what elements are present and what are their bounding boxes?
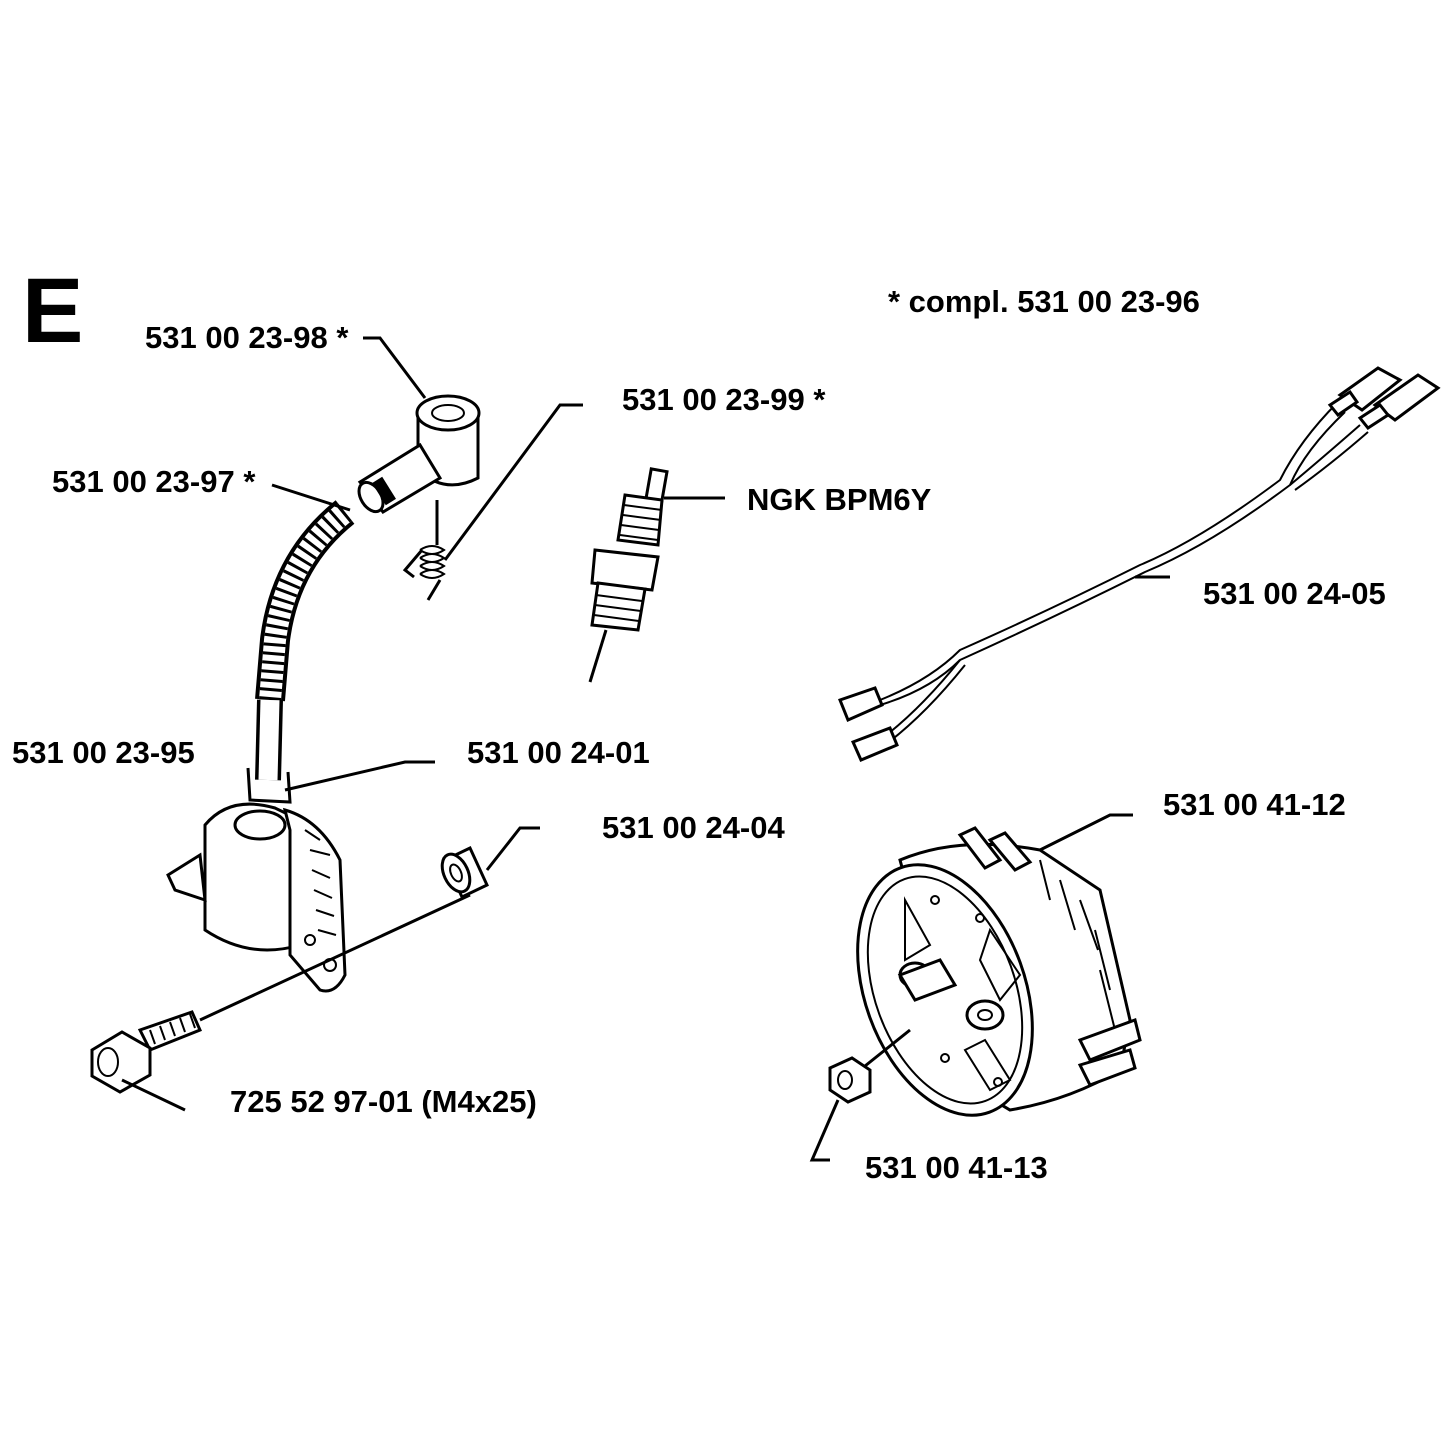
harness-connector-top-1: [1327, 366, 1403, 418]
spark-plug-cap: [357, 394, 481, 514]
ignition-lead: [246, 500, 355, 804]
harness-connector-bottom-1: [838, 686, 884, 722]
flywheel-nut: [828, 1028, 911, 1104]
kit-note: * compl. 531 00 23-96: [888, 284, 1200, 319]
label-531-00-23-99: 531 00 23-99 *: [622, 382, 826, 417]
spark-plug: [588, 467, 669, 683]
harness-connector-bottom-2: [850, 726, 899, 762]
label-531-00-24-04: 531 00 24-04: [602, 810, 785, 845]
section-letter: E: [22, 260, 83, 362]
label-spark-plug: NGK BPM6Y: [747, 482, 932, 517]
wire-harness: [838, 366, 1441, 762]
label-531-00-24-01: 531 00 24-01: [467, 735, 650, 770]
label-531-00-23-97: 531 00 23-97 *: [52, 464, 256, 499]
cap-spring: [402, 500, 446, 601]
label-531-00-23-95: 531 00 23-95: [12, 735, 195, 770]
flywheel: [856, 826, 1142, 1117]
label-531-00-23-98: 531 00 23-98 *: [145, 320, 349, 355]
label-screw: 725 52 97-01 (M4x25): [230, 1084, 537, 1119]
harness-connector-top-2: [1357, 373, 1441, 430]
label-531-00-24-05: 531 00 24-05: [1203, 576, 1386, 611]
mounting-screw: [90, 893, 471, 1112]
spacer: [440, 845, 489, 900]
label-531-00-41-13: 531 00 41-13: [865, 1150, 1048, 1185]
ignition-module: [166, 802, 347, 993]
leader-lines: [271, 336, 1170, 1162]
label-531-00-41-12: 531 00 41-12: [1163, 787, 1346, 822]
